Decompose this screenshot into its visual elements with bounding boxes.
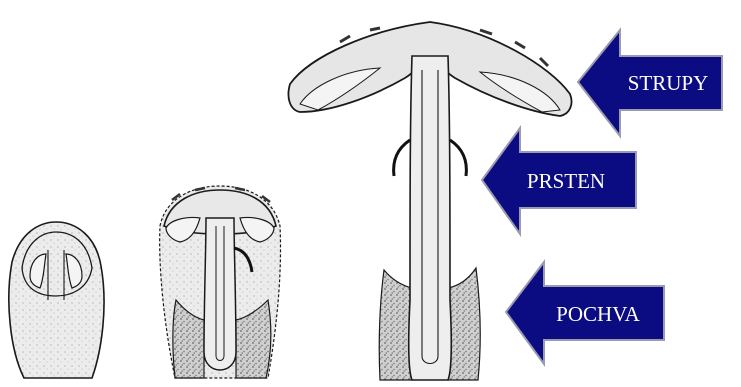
emerging-stem [204,218,236,370]
label-strupy: STRUPY [628,71,709,95]
mature-ring-right [450,140,466,176]
arrow-strupy: STRUPY [578,30,722,136]
arrow-pochva: POCHVA [506,262,664,364]
mature-stem [409,56,452,380]
mature-ring-left [394,140,410,176]
stage-egg [9,222,104,378]
label-pochva: POCHVA [556,302,640,326]
egg-outline [9,222,104,378]
label-prsten: PRSTEN [527,169,605,193]
arrow-prsten: PRSTEN [482,128,636,234]
stage-emerging [160,186,281,378]
